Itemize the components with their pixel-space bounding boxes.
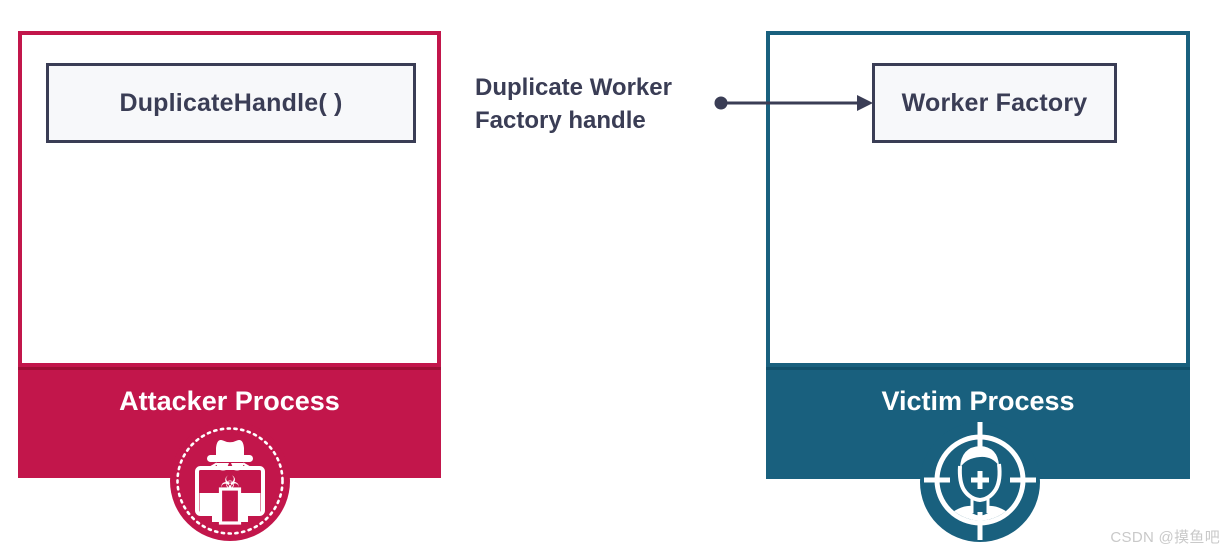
person-neck — [970, 499, 990, 513]
watermark: CSDN @摸鱼吧 — [1110, 529, 1220, 546]
arrow-label-line2: Factory handle — [475, 107, 646, 134]
sunglasses-icon — [217, 463, 229, 471]
target-person-icon — [920, 422, 1040, 542]
victim-process-label: Victim Process — [881, 386, 1075, 416]
plus-mark-icon — [971, 471, 989, 489]
worker-factory-box: Worker Factory — [872, 63, 1117, 143]
attacker-process-label: Attacker Process — [119, 386, 340, 416]
hacker-icon: ☣ — [170, 421, 290, 541]
arrow-label: Duplicate Worker Factory handle — [475, 71, 672, 137]
duplicate-handle-arrow — [714, 95, 873, 111]
worker-factory-label: Worker Factory — [901, 88, 1088, 117]
dotted-ring — [176, 427, 284, 535]
tower-icon — [218, 487, 242, 525]
person-face — [957, 463, 1002, 503]
arrow-head — [857, 95, 873, 111]
arrow-label-line1: Duplicate Worker — [475, 74, 672, 101]
duplicatehandle-box: DuplicateHandle( ) — [46, 63, 416, 143]
fedora-hat-icon — [216, 440, 244, 456]
person-shoulders — [939, 505, 1021, 521]
duplicatehandle-label: DuplicateHandle( ) — [119, 88, 343, 117]
person-hair — [960, 446, 999, 468]
